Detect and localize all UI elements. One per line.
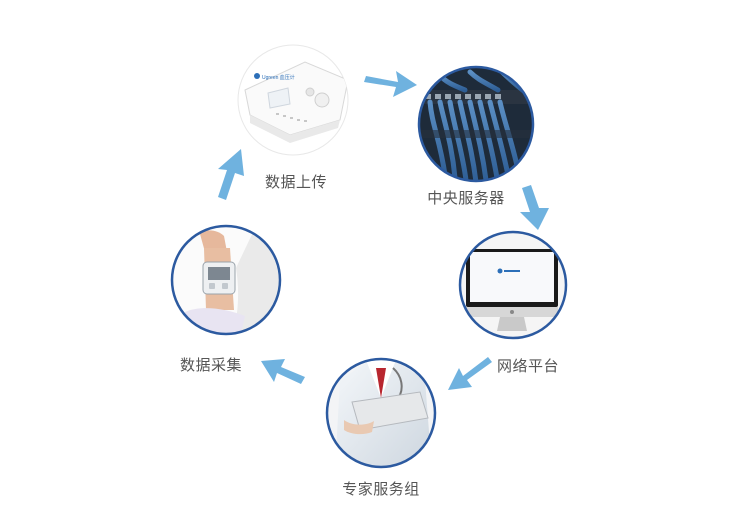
device-logo-text: Ugreen 血压计 xyxy=(262,74,295,81)
node-experts-circle xyxy=(325,358,437,470)
node-upload-circle: Ugreen 血压计 xyxy=(238,45,348,155)
arrow-collect-to-upload xyxy=(218,149,244,200)
label-experts: 专家服务组 xyxy=(342,478,420,499)
arrow-server-to-platform xyxy=(520,185,549,230)
node-platform-circle xyxy=(460,232,570,338)
label-upload: 数据上传 xyxy=(265,171,327,192)
arrow-upload-to-server xyxy=(364,71,417,97)
arrow-experts-to-collect xyxy=(261,359,305,384)
server-rack-icon xyxy=(415,64,540,189)
node-server-circle xyxy=(415,64,540,189)
label-collect: 数据采集 xyxy=(180,354,242,375)
arrow-platform-to-experts xyxy=(448,357,492,390)
node-collect-circle xyxy=(170,225,282,338)
label-server: 中央服务器 xyxy=(427,187,505,208)
label-platform: 网络平台 xyxy=(497,355,559,376)
